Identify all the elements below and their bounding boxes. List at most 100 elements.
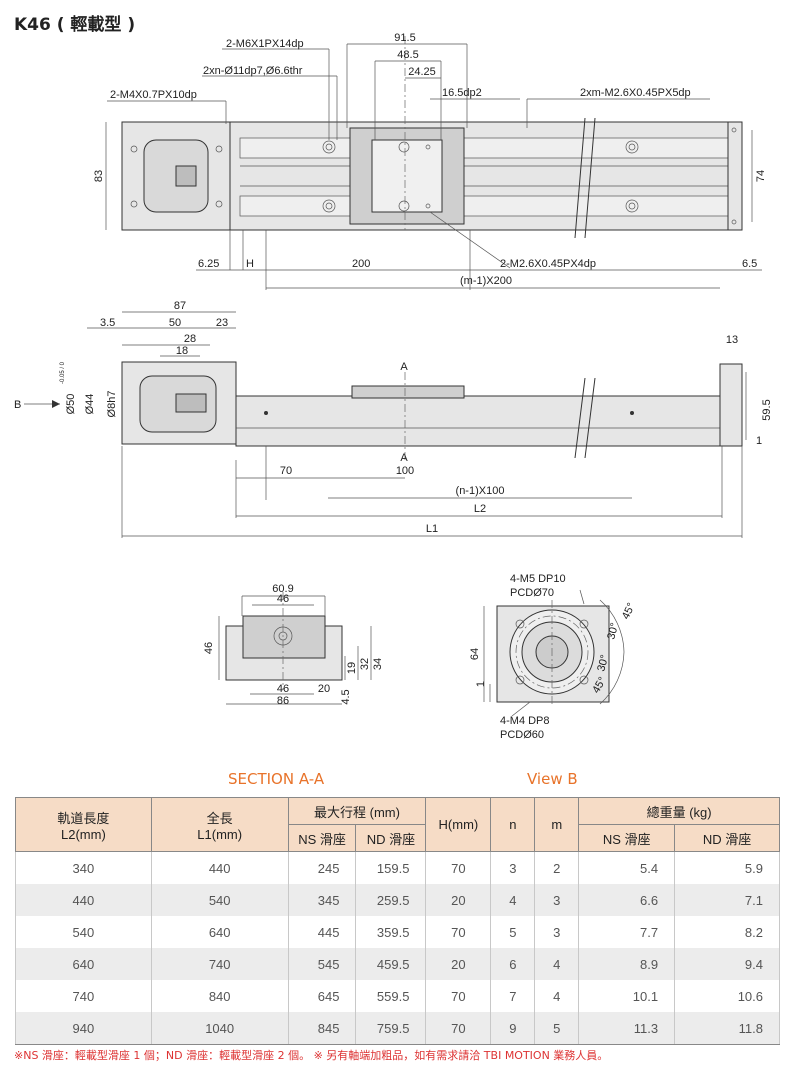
col-stroke-nd: ND 滑座 [355,824,427,852]
cell-m: 3 [534,916,580,948]
dim-6-25: 6.25 [198,258,219,270]
cell-stroke-ns: 245 [287,851,357,884]
label-m6: 2-M6X1PX14dp [226,38,304,50]
dim-4-5: 4.5 [340,689,352,704]
cell-weight-ns: 10.1 [578,980,676,1012]
break-mark [574,117,596,239]
col-stroke: 最大行程 (mm) [287,797,427,825]
cell-n: 3 [490,851,536,884]
spec-table: 軌道長度 L2(mm) 全長 L1(mm) 最大行程 (mm) H(mm) n … [15,797,780,1045]
cell-weight-ns: 11.3 [578,1012,676,1045]
cell-h: 70 [425,1012,492,1045]
dim-86: 86 [277,695,289,707]
dim-23: 23 [216,317,228,329]
dim-24-25: 24.25 [408,66,436,78]
col-stroke-ns: NS 滑座 [287,824,357,852]
dim-1: 1 [756,435,762,447]
cell-l1: 1040 [150,1012,289,1045]
dim-13: 13 [726,334,738,346]
view-b [483,589,625,717]
cell-n: 7 [490,980,536,1012]
cell-stroke-ns: 445 [287,916,357,948]
dim-1-viewb: 1 [475,681,487,687]
cell-m: 3 [534,884,580,916]
dim-l2: L2 [474,503,486,515]
col-m: m [534,797,580,852]
dim-19: 19 [346,662,358,674]
footnote: ※NS 滑座：輕載型滑座 1 個；ND 滑座：輕載型滑座 2 個。 ※ 另有軸端… [14,1049,609,1062]
cell-l2: 540 [15,916,152,948]
dim-64: 64 [469,648,481,660]
cell-m: 4 [534,948,580,980]
cell-n: 6 [490,948,536,980]
cell-m: 5 [534,1012,580,1045]
cell-l2: 340 [15,851,152,884]
cell-m: 2 [534,851,580,884]
dim-46-left: 46 [203,642,215,654]
view-b-caption: View B [527,770,578,788]
table-row: 540 640 445 359.5 70 5 3 7.7 8.2 [15,916,780,948]
dim-48-5: 48.5 [397,49,418,61]
cell-weight-nd: 9.4 [674,948,780,980]
view-b-marker: B [14,399,21,411]
angle-45-top: 45° [620,601,638,621]
col-l1: 全長 L1(mm) [150,797,289,852]
label-m4dp8: 4-M4 DP8 [500,715,550,727]
cell-h: 70 [425,916,492,948]
dim-100: 100 [396,465,414,477]
label-m4: 2-M4X0.7PX10dp [110,89,197,101]
side-view [24,311,747,538]
table-row: 940 1040 845 759.5 70 9 5 11.3 11.8 [15,1012,780,1045]
cell-l2: 440 [15,884,152,916]
cell-m: 4 [534,980,580,1012]
cell-stroke-nd: 559.5 [355,980,427,1012]
label-m2-6-top: 2xm-M2.6X0.45PX5dp [580,87,691,99]
dim-200: 200 [352,258,370,270]
section-a-a [218,592,372,705]
dim-d50: Ø50 [65,394,77,415]
cell-weight-ns: 7.7 [578,916,676,948]
cell-l1: 540 [150,884,289,916]
label-m5: 4-M5 DP10 [510,573,566,585]
table-row: 640 740 545 459.5 20 6 4 8.9 9.4 [15,948,780,980]
cell-l1: 840 [150,980,289,1012]
cell-stroke-ns: 845 [287,1012,357,1045]
cell-l1: 440 [150,851,289,884]
section-caption: SECTION A-A [228,770,325,788]
dim-3-5: 3.5 [100,317,115,329]
label-pcd60: PCDØ60 [500,729,544,741]
angle-30-bottom: 30° [595,654,611,673]
cell-stroke-nd: 159.5 [355,851,427,884]
cell-h: 20 [425,884,492,916]
dim-32: 32 [359,658,371,670]
cell-l2: 940 [15,1012,152,1045]
label-16-5dp2: 16.5dp2 [442,87,482,99]
dim-46-bottom: 46 [277,683,289,695]
label-hole: 2xn-Ø11dp7,Ø6.6thr [203,65,303,77]
cell-stroke-ns: 345 [287,884,357,916]
table-row: 440 540 345 259.5 20 4 3 6.6 7.1 [15,884,780,916]
dim-46-top: 46 [277,593,289,605]
dim-60-9: 60.9 [272,583,293,595]
cell-weight-nd: 5.9 [674,851,780,884]
cell-weight-ns: 6.6 [578,884,676,916]
table-row: 740 840 645 559.5 70 7 4 10.1 10.6 [15,980,780,1012]
carriage-side [351,385,465,399]
dim-6-5: 6.5 [742,258,757,270]
col-n: n [490,797,536,852]
dim-34: 34 [372,658,384,670]
coupling [175,165,197,187]
dim-d44: Ø44 [84,394,96,415]
dim-87: 87 [174,300,186,312]
cell-l2: 640 [15,948,152,980]
cell-stroke-nd: 259.5 [355,884,427,916]
dim-70: 70 [280,465,292,477]
section-a-top: A [400,361,408,373]
col-weight: 總重量 (kg) [578,797,780,825]
dim-74: 74 [755,170,767,182]
dim-n-1-x100: (n-1)X100 [456,485,505,497]
cell-l1: 740 [150,948,289,980]
label-pcd70: PCDØ70 [510,587,554,599]
cell-stroke-ns: 645 [287,980,357,1012]
dim-59-5: 59.5 [761,399,773,420]
